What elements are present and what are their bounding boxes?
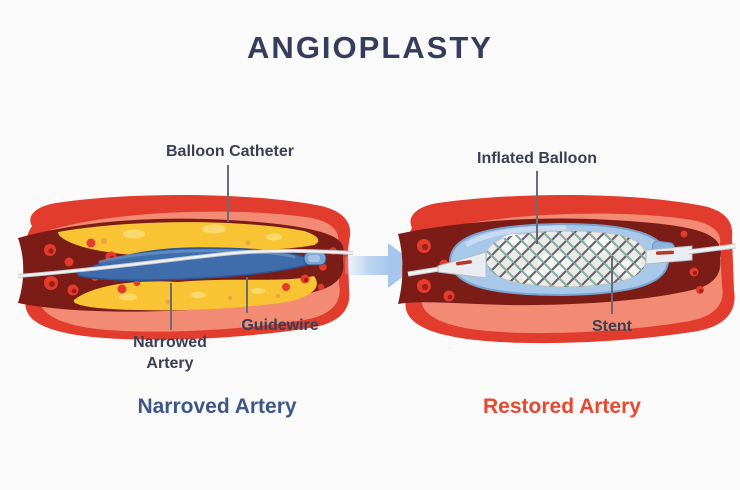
- stent-leader-line: [611, 256, 613, 314]
- narrowed-artery-illustration: [17, 194, 354, 340]
- page-title: ANGIOPLASTY: [247, 30, 493, 65]
- plaque: [58, 222, 319, 311]
- stent-label: Stent: [592, 318, 632, 335]
- inflated-balloon-label: Inflated Balloon: [477, 150, 597, 167]
- restored-artery-caption: Restored Artery: [483, 395, 641, 418]
- guidewire-leader-line: [246, 277, 248, 313]
- narrowed-artery-label-line2: Artery: [146, 355, 194, 372]
- narrowed-artery-label-line1: Narrowed: [133, 334, 207, 351]
- catheter-shaft: [407, 240, 737, 279]
- guidewire-label: Guidewire: [241, 317, 319, 334]
- balloon-catheter-label: Balloon Catheter: [165, 143, 294, 160]
- restored-artery-illustration: [398, 194, 737, 344]
- narrowed-artery-label: Narrowed Artery: [95, 332, 245, 374]
- narrowed-artery-leader-line: [170, 283, 172, 330]
- guidewire: [17, 248, 354, 278]
- narrowed-artery-caption: Narroved Artery: [137, 395, 297, 418]
- balloon-catheter-leader-line: [227, 165, 229, 222]
- stent: [485, 230, 647, 288]
- inflated-balloon-leader-line: [536, 171, 538, 244]
- blood-cells: [44, 238, 337, 296]
- deflated-balloon-catheter: [77, 247, 327, 281]
